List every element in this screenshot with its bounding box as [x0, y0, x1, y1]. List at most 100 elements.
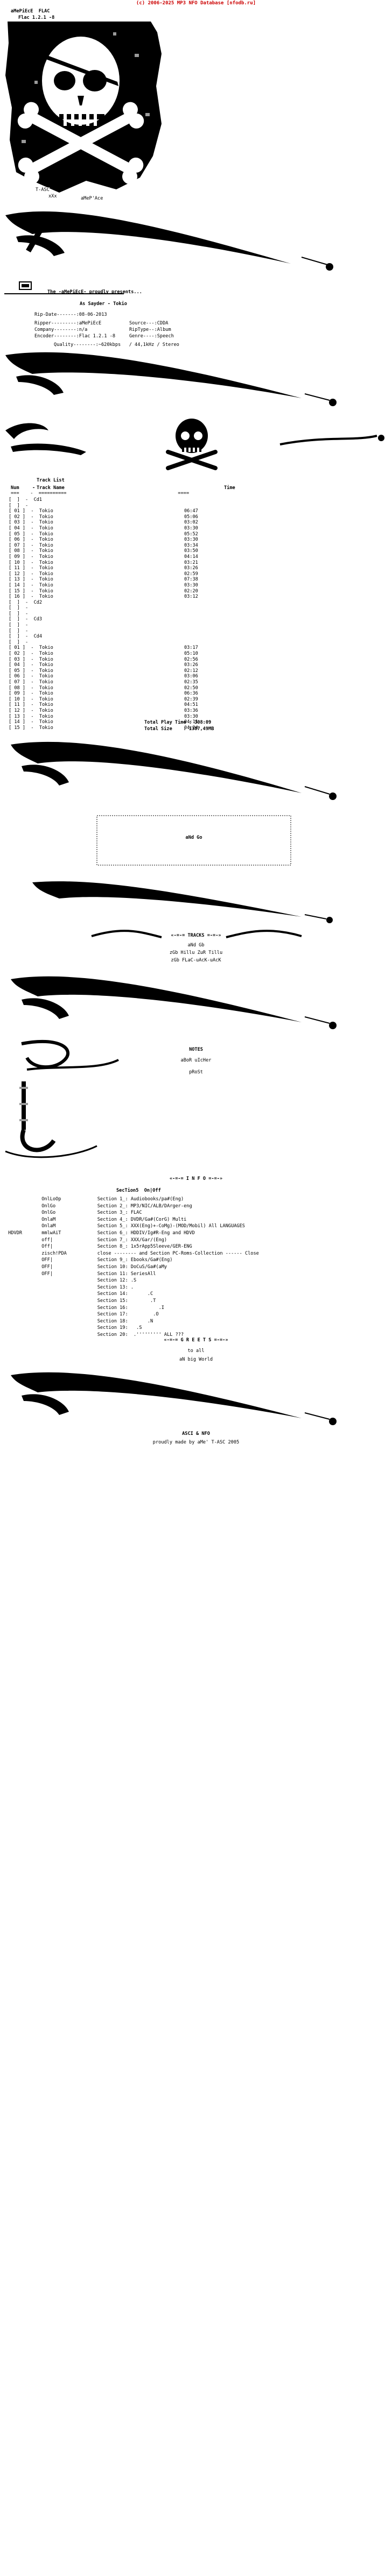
tracks-line-3: zGb FLaC-uAcK-uAcK: [171, 958, 221, 963]
track-row: [ 11 ] - Tokio 03:26: [9, 565, 198, 571]
info-section-row: Section 12: .S: [5, 1278, 137, 1284]
disc-heading: [ ] - Cd4: [9, 634, 43, 640]
track-row: [ 11 ] - Tokio 04:51: [9, 702, 198, 708]
presents-text: The -aMePiEcE- proudly presents...: [47, 289, 142, 295]
track-row: [ 09 ] - Tokio 04:14: [9, 554, 198, 560]
release-name: As Sayder - Tokio: [80, 301, 127, 307]
tracks-section-title: «-=-= TRACKS =-=-»: [171, 933, 221, 938]
disc-blank-row: [ ] -: [9, 622, 29, 628]
tracklist-col-time: Time: [224, 485, 235, 491]
info-section-rows: OnlLoOp Section 1_: Audiobooks/pa#(Eng) …: [5, 1197, 382, 1339]
info-section-row: OnlaM Section 4_: DVDR/Ga#(CorG) Multi: [5, 1216, 187, 1222]
track-row: [ 04 ] - Tokio 03:30: [9, 525, 198, 531]
chain-hook-art: [0, 1081, 392, 1162]
track-row: [ 13 ] - Tokio 07:38: [9, 577, 198, 583]
info-row-ripper: Ripper---------:aMePiEcE: [34, 321, 102, 326]
sword-art-6: [0, 1364, 392, 1429]
track-row: [ 09 ] - Tokio 06:36: [9, 691, 198, 697]
track-row: [ 01 ] - Tokio 03:17: [9, 645, 198, 651]
notes-line-1: aBoR uIcHer: [180, 1058, 212, 1063]
disc-heading: [ ] - Cd3: [9, 617, 43, 622]
ad-box-text: aNd Go: [185, 835, 202, 840]
tracklist-col-name: Track Name: [37, 485, 65, 491]
jolly-roger-art: [0, 22, 392, 199]
track-row: [ 01 ] - Tokio 06:47: [9, 508, 198, 514]
disc-heading: [ ] - Cd2: [9, 599, 43, 605]
track-row: [ 05 ] - Tokio 02:12: [9, 668, 198, 674]
track-row: [ 06 ] - Tokio 03:30: [9, 537, 198, 543]
art-tag-tasc: T-ASC: [36, 187, 50, 193]
track-row: [ 04 ] - Tokio 03:26: [9, 662, 198, 668]
track-row: [ 03 ] - Tokio 02:56: [9, 656, 198, 662]
tracks-banner-art: [0, 926, 392, 948]
notes-hook-art: [0, 1038, 392, 1081]
total-play-time: Total Play Time : 308:09: [144, 720, 212, 725]
disc-blank-row: [ ] -: [9, 611, 29, 617]
tracks-line-2: zGb Hillu ZuR Tillu: [169, 950, 223, 956]
greets-line-2: aN big World: [179, 1357, 213, 1362]
flac-version: Flac 1.2.1 -8: [18, 15, 55, 20]
disc-blank-row: [ ] -: [9, 605, 29, 611]
info-section-row: zisch!PDA close -------- and Section PC-…: [5, 1250, 259, 1256]
sword-art-1: [0, 204, 392, 274]
track-row: [ 16 ] - Tokio 03:12: [9, 594, 198, 600]
footer-line-2: proudly made by aMe' T-ASC 2005: [152, 1440, 240, 1445]
info-section-row: Section 20: .''''''''' ALL ???: [5, 1332, 184, 1337]
info-section-row: OnlaM Section 5_: XXX(Eng)+-CoMg)-(MOD/M…: [5, 1223, 245, 1229]
info-row-genre: Genre----:Speech: [129, 334, 174, 339]
group-title: aMePiEcE FLAC: [11, 9, 50, 14]
info-section-row: off| Section 7_: XXX/Gar/(Eng): [5, 1237, 167, 1243]
info-section-row: OFF| Section 9_: Ebooks/Ga#(Eng): [5, 1257, 173, 1263]
track-row: [ 15 ] - Tokio 02:20: [9, 588, 198, 594]
track-row: [ 12 ] - Tokio 02:59: [9, 571, 198, 577]
info-section-row: Section 15: .T: [5, 1298, 156, 1304]
track-row: [ 02 ] - Tokio 05:06: [9, 514, 198, 520]
info-section-row: Off| Section 8_: 1x5rApp5Sleeve/GER-ENG: [5, 1244, 192, 1250]
art-tag-amep: aMeP'Ace: [81, 196, 103, 202]
track-row: [ 06 ] - Tokio 03:06: [9, 674, 198, 680]
info-section-head: SecTion5 On|Off: [116, 1188, 161, 1193]
disc-blank-row: [ ] -: [9, 628, 29, 634]
track-row: [ 14 ] - Tokio 03:30: [9, 582, 198, 588]
info-section-row: Section 16: .I: [5, 1305, 164, 1311]
sword-art-2: [0, 350, 392, 409]
track-row: [ 10 ] - Tokio 02:39: [9, 696, 198, 702]
total-size: Total Size : 1387,49MB: [144, 726, 214, 732]
greets-line-1: to all: [187, 1348, 205, 1354]
info-section-row: Section 13: .: [5, 1284, 134, 1290]
track-row: [ 08 ] - Tokio 03:50: [9, 548, 198, 554]
notes-line-2: pRoSt: [189, 1070, 203, 1075]
tracklist: [ ] - Cd1 [ ] - [ 01 ] - Tokio 06:47[ 02 ]…: [9, 497, 256, 731]
track-row: [ 15 ] - Tokio 04:24: [9, 725, 198, 731]
info-section-row: OFF| Section 10: DoCuS/Ga#(aMy: [5, 1264, 167, 1270]
info-section-row: HDVDR mmlwAiT Section 6_: HDDIV/Ig#R-Eng…: [5, 1230, 195, 1236]
info-row-encoder: Encoder--------:Flac 1.2.1 -8: [34, 334, 116, 339]
disc-heading: [ ] - Cd1: [9, 497, 43, 503]
track-row: [ 05 ] - Tokio 05:52: [9, 531, 198, 537]
page-header: (c) 2006-2025 MP3 NFO Database [nfodb.ru…: [136, 1, 256, 6]
tracklist-rule: === - ========== ====: [11, 491, 190, 496]
tracklist-heading: Track List: [37, 478, 65, 483]
art-tag-xxx: xXx: [48, 194, 57, 200]
tracks-line-1: aNd Gb: [187, 943, 205, 948]
tracklist-col-dash: -: [32, 485, 36, 491]
info-section-row: Section 19: .S: [5, 1325, 142, 1331]
track-row: [ 14 ] - Tokio 04:11: [9, 719, 198, 725]
track-row: [ 12 ] - Tokio 03:36: [9, 707, 198, 713]
info-row-quality: Quality--------:~620kbps / 44,1kHz / Ste…: [54, 342, 179, 348]
track-row: [ 13 ] - Tokio 03:30: [9, 713, 198, 719]
info-section-row: OnlLoOp Section 1_: Audiobooks/pa#(Eng): [5, 1197, 184, 1202]
info-row-source: Source---:CDDA: [129, 321, 169, 326]
info-section-row: OnlGo Section 2_: MP3/NIC/ALB/DArger-eng: [5, 1203, 192, 1209]
hash-box-icon: [0, 280, 392, 301]
ad-box: [0, 812, 392, 872]
sword-art-4: [0, 877, 392, 925]
info-section-title: «-=-= I N F O =-=-»: [169, 1176, 223, 1181]
track-row: [ 07 ] - Tokio 02:35: [9, 680, 198, 685]
info-row-ripdate: Rip-Date-------:08-06-2013: [34, 312, 107, 317]
tracklist-col-num: Num: [11, 485, 19, 491]
info-row-company: Company--------:n/a: [34, 327, 88, 332]
disc-blank-row: [ ] -: [9, 639, 29, 645]
info-section-row: Section 14: .C: [5, 1291, 153, 1297]
